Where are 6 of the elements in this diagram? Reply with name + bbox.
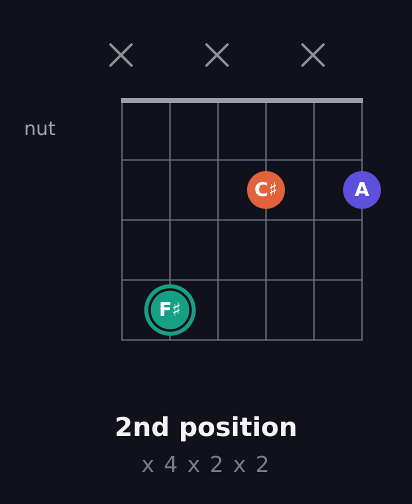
nut-label: nut [24,117,56,142]
title: 2nd position [114,412,298,445]
note-dot: C♯ [247,171,285,209]
root-note-dot: F♯ [144,284,196,336]
note-dot: A [343,171,381,209]
fingering-label: x 4 x 2 x 2 [141,452,271,480]
